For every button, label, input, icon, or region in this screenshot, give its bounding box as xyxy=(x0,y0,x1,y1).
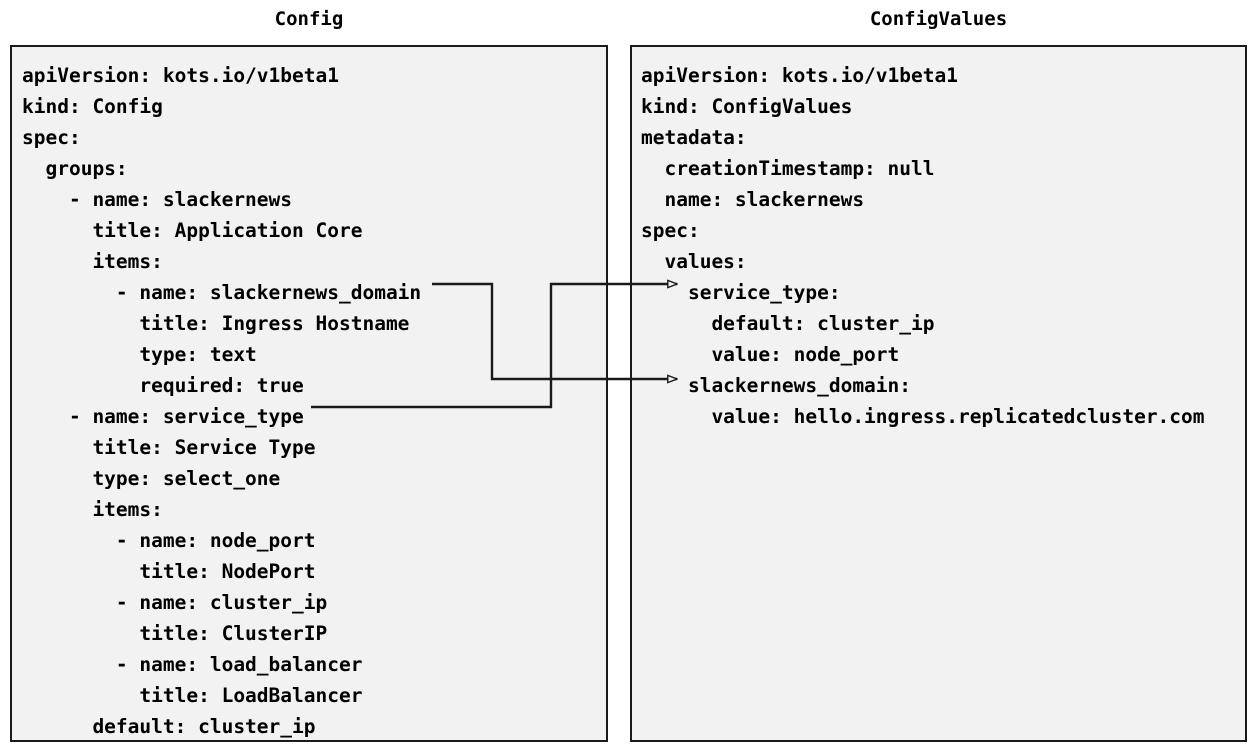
config-yaml-line-15: - name: node_port xyxy=(22,529,316,552)
configvalues-yaml-line-1: kind: ConfigValues xyxy=(641,95,853,118)
panel-title-configvalues: ConfigValues xyxy=(869,8,1008,30)
configvalues-yaml-line-5: spec: xyxy=(641,219,700,242)
configvalues-yaml-line-3: creationTimestamp: null xyxy=(641,157,935,180)
config-yaml-line-7: - name: slackernews_domain xyxy=(22,281,422,304)
configvalues-yaml-line-8: default: cluster_ip xyxy=(641,312,935,335)
config-yaml-line-16: title: NodePort xyxy=(22,560,316,583)
config-yaml-line-18: title: ClusterIP xyxy=(22,622,328,645)
config-yaml-line-14: items: xyxy=(22,498,163,521)
configvalues-yaml-line-11: value: hello.ingress.replicatedcluster.c… xyxy=(641,405,1205,428)
config-yaml-line-21: default: cluster_ip xyxy=(22,715,316,738)
config-yaml-panel: apiVersion: kots.io/v1beta1 kind: Config s… xyxy=(10,45,608,742)
config-yaml-line-6: items: xyxy=(22,250,163,273)
config-yaml-line-1: kind: Config xyxy=(22,95,163,118)
configvalues-yaml-panel: apiVersion: kots.io/v1beta1 kind: ConfigV… xyxy=(630,45,1247,742)
configvalues-yaml-line-4: name: slackernews xyxy=(641,188,865,211)
config-yaml-line-17: - name: cluster_ip xyxy=(22,591,328,614)
config-yaml-line-0: apiVersion: kots.io/v1beta1 xyxy=(22,64,339,87)
config-yaml-body: apiVersion: kots.io/v1beta1 kind: Config s… xyxy=(12,47,606,740)
configvalues-yaml-line-2: metadata: xyxy=(641,126,747,149)
config-yaml-line-13: type: select_one xyxy=(22,467,281,490)
config-yaml-line-5: title: Application Core xyxy=(22,219,363,242)
config-yaml-line-11: - name: service_type xyxy=(22,405,304,428)
config-yaml-line-8: title: Ingress Hostname xyxy=(22,312,410,335)
config-yaml-line-20: title: LoadBalancer xyxy=(22,684,363,707)
configvalues-yaml-line-10: slackernews_domain: xyxy=(641,374,912,397)
configvalues-yaml-body: apiVersion: kots.io/v1beta1 kind: ConfigV… xyxy=(632,47,1245,432)
config-yaml-line-3: groups: xyxy=(22,157,128,180)
config-yaml-line-10: required: true xyxy=(22,374,304,397)
config-yaml-line-9: type: text xyxy=(22,343,257,366)
configvalues-yaml-line-0: apiVersion: kots.io/v1beta1 xyxy=(641,64,958,87)
configvalues-yaml-line-7: service_type: xyxy=(641,281,841,304)
configvalues-yaml-line-6: values: xyxy=(641,250,747,273)
panel-title-config: Config xyxy=(274,8,344,30)
config-yaml-line-12: title: Service Type xyxy=(22,436,316,459)
config-yaml-line-2: spec: xyxy=(22,126,81,149)
configvalues-yaml-line-9: value: node_port xyxy=(641,343,900,366)
config-yaml-line-4: - name: slackernews xyxy=(22,188,293,211)
config-yaml-line-19: - name: load_balancer xyxy=(22,653,363,676)
